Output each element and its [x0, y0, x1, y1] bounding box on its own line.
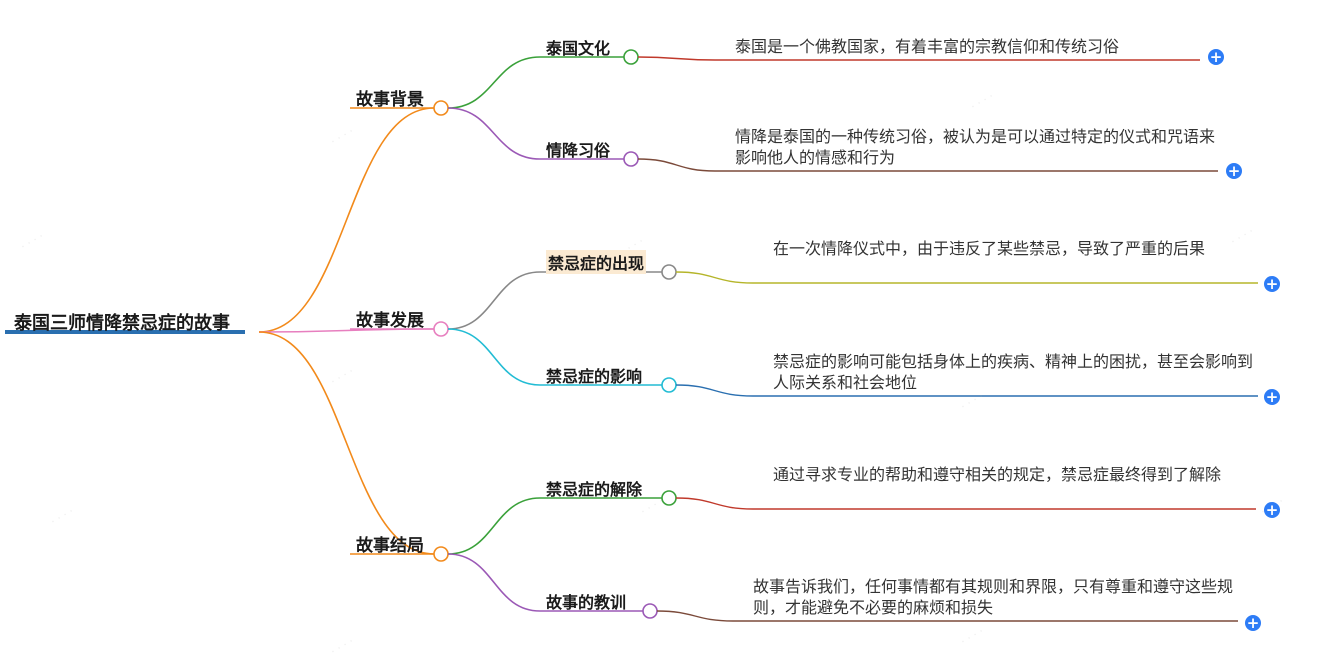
topic-label: 故事的教训: [546, 593, 627, 612]
sub-node[interactable]: [642, 603, 658, 619]
sub-connector: [447, 107, 541, 160]
branch-label: 故事结局: [356, 536, 424, 556]
sub-connector: [447, 497, 541, 555]
sub-connector: [447, 271, 541, 330]
expand-button[interactable]: +: [1208, 48, 1224, 66]
branch-node-2[interactable]: [433, 546, 449, 562]
expand-button[interactable]: +: [1245, 614, 1261, 632]
topic-label: 禁忌症的出现: [546, 250, 647, 274]
sub-node[interactable]: [661, 490, 677, 506]
sub-connector: [447, 553, 541, 612]
leaf-connector: [656, 610, 734, 622]
detail-text: 故事告诉我们，任何事情都有其规则和界限，只有尊重和遵守这些规则，才能避免不必要的…: [753, 577, 1234, 617]
root-node-label: 泰国三师情降禁忌症的故事: [14, 313, 230, 334]
detail-text: 禁忌症的影响可能包括身体上的疾病、精神上的困扰，甚至会影响到人际关系和社会地位: [773, 352, 1254, 392]
topic-label: 禁忌症的解除: [546, 480, 643, 499]
branch-label: 故事背景: [356, 90, 424, 110]
sub-node[interactable]: [661, 264, 677, 280]
leaf-connector: [675, 384, 754, 397]
expand-button[interactable]: +: [1264, 388, 1280, 406]
leaf-connector: [675, 271, 754, 284]
leaf-connector: [637, 158, 716, 172]
detail-text: 在一次情降仪式中，由于违反了某些禁忌，导致了严重的后果: [773, 239, 1206, 258]
expand-button[interactable]: +: [1264, 501, 1280, 519]
sub-node[interactable]: [623, 151, 639, 167]
topic-label: 情降习俗: [546, 141, 611, 160]
expand-button[interactable]: +: [1264, 275, 1280, 293]
detail-text: 通过寻求专业的帮助和遵守相关的规定，禁忌症最终得到了解除: [773, 465, 1222, 484]
leaf-connector: [675, 497, 754, 510]
sub-connector: [447, 328, 541, 386]
detail-text: 泰国是一个佛教国家，有着丰富的宗教信仰和传统习俗: [735, 37, 1120, 56]
sub-connector: [447, 56, 541, 109]
branch-node-1[interactable]: [433, 321, 449, 337]
sub-node[interactable]: [661, 377, 677, 393]
branch-label: 故事发展: [356, 311, 424, 331]
branch-node-0[interactable]: [433, 100, 449, 116]
branch-connector: [258, 331, 435, 555]
expand-button[interactable]: +: [1226, 162, 1242, 180]
branch-connector: [258, 107, 435, 333]
leaf-connector: [637, 56, 716, 61]
sub-node[interactable]: [623, 49, 639, 65]
detail-text: 情降是泰国的一种传统习俗，被认为是可以通过特定的仪式和咒语来影响他人的情感和行为: [735, 127, 1216, 167]
topic-label: 泰国文化: [546, 39, 611, 58]
topic-label: 禁忌症的影响: [546, 367, 643, 386]
